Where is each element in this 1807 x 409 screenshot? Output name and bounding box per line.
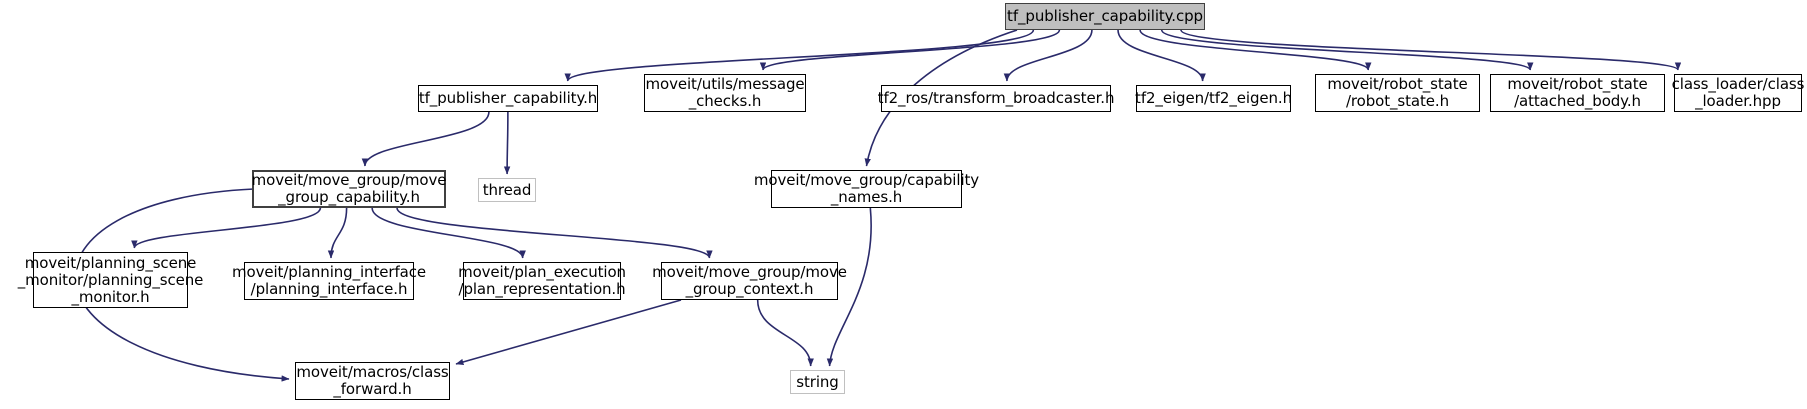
graph-node-class_loader[interactable]: class_loader/class _loader.hpp <box>1672 74 1804 112</box>
graph-node-plan_representation[interactable]: moveit/plan_execution /plan_representati… <box>458 262 626 300</box>
graph-node-label: moveit/move_group/move _group_capability… <box>251 171 447 206</box>
graph-node-label: tf_publisher_capability.h <box>418 89 598 107</box>
graph-edge-move_group_capability-to-move_group_context <box>396 207 713 259</box>
graph-node-attached_body[interactable]: moveit/robot_state /attached_body.h <box>1490 74 1665 112</box>
graph-node-message_checks[interactable]: moveit/utils/message _checks.h <box>644 74 806 112</box>
graph-node-label: moveit/robot_state /attached_body.h <box>1507 75 1648 110</box>
graph-node-label: moveit/planning_interface /planning_inte… <box>232 263 426 298</box>
graph-node-label: moveit/planning_scene _monitor/planning_… <box>17 253 204 306</box>
graph-node-robot_state[interactable]: moveit/robot_state /robot_state.h <box>1315 74 1480 112</box>
graph-node-label: moveit/plan_execution /plan_representati… <box>458 263 626 298</box>
graph-node-move_group_context[interactable]: moveit/move_group/move _group_context.h <box>652 262 847 300</box>
graph-edge-move_group_capability-to-plan_representation <box>371 207 526 259</box>
graph-node-label: thread <box>482 180 532 199</box>
graph-node-tf2_eigen[interactable]: tf2_eigen/tf2_eigen.h <box>1135 85 1292 112</box>
graph-node-label: moveit/macros/class _forward.h <box>296 363 449 398</box>
graph-node-label: moveit/utils/message _checks.h <box>645 75 805 110</box>
graph-edge-move_group_capability-to-planning_scene_monitor <box>131 207 322 249</box>
graph-node-label: moveit/move_group/move _group_context.h <box>652 263 847 298</box>
graph-node-label: tf2_eigen/tf2_eigen.h <box>1135 89 1292 107</box>
graph-edge-move_group_context-to-string <box>756 299 814 367</box>
graph-node-planning_interface[interactable]: moveit/planning_interface /planning_inte… <box>232 262 426 300</box>
graph-node-label: tf_publisher_capability.cpp <box>1007 7 1203 25</box>
graph-node-label: moveit/move_group/capability _names.h <box>753 171 980 206</box>
graph-node-transform_broadcaster[interactable]: tf2_ros/transform_broadcaster.h <box>878 85 1114 112</box>
graph-node-label: string <box>796 372 839 391</box>
graph-edge-root-to-attached_body <box>1160 29 1534 71</box>
graph-node-root[interactable]: tf_publisher_capability.cpp <box>1005 3 1205 30</box>
graph-edge-root-to-class_loader <box>1180 29 1681 71</box>
graph-edge-tf_pub_h-to-thread <box>503 111 511 175</box>
graph-edge-root-to-transform_broadcaster <box>1003 29 1093 82</box>
graph-edge-move_group_context-to-class_forward <box>455 299 682 366</box>
graph-node-label: tf2_ros/transform_broadcaster.h <box>877 89 1115 107</box>
graph-node-label: moveit/robot_state /robot_state.h <box>1327 75 1468 110</box>
graph-node-move_group_capability[interactable]: moveit/move_group/move _group_capability… <box>252 170 446 208</box>
graph-node-label: class_loader/class _loader.hpp <box>1671 75 1805 110</box>
graph-edge-root-to-message_checks <box>759 29 1061 71</box>
graph-node-class_forward[interactable]: moveit/macros/class _forward.h <box>295 362 450 400</box>
graph-node-thread[interactable]: thread <box>478 178 536 202</box>
graph-node-tf_pub_h[interactable]: tf_publisher_capability.h <box>418 85 598 112</box>
graph-node-planning_scene_monitor[interactable]: moveit/planning_scene _monitor/planning_… <box>18 252 203 308</box>
graph-edge-root-to-robot_state <box>1139 29 1372 71</box>
graph-edge-tf_pub_h-to-move_group_capability <box>361 111 490 167</box>
graph-node-capability_names[interactable]: moveit/move_group/capability _names.h <box>754 170 979 208</box>
graph-node-string[interactable]: string <box>790 370 845 394</box>
graph-edge-root-to-tf2_eigen <box>1117 29 1206 82</box>
graph-edge-move_group_capability-to-planning_interface <box>327 207 348 259</box>
